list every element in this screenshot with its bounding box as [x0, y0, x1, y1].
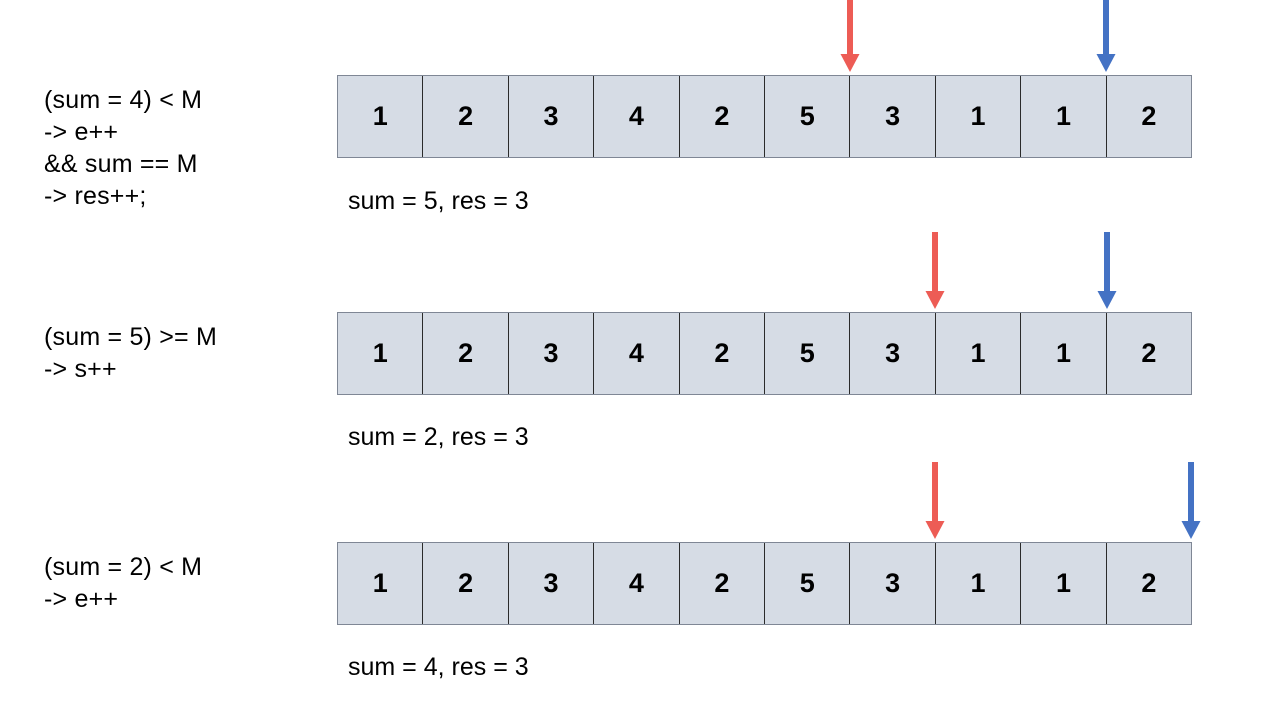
step-2-label: (sum = 5) >= M -> s++ [44, 323, 217, 383]
array-cell: 5 [765, 543, 851, 624]
array-cell: 3 [509, 76, 595, 157]
array-cell: 1 [1021, 313, 1107, 394]
step-2-end-pointer-blue-arrow-icon [1094, 232, 1120, 309]
array-cell: 4 [594, 543, 680, 624]
step-3-start-pointer-red-arrow-icon [922, 462, 948, 539]
step-1-label: (sum = 4) < M -> e++ && sum == M -> res+… [44, 86, 203, 210]
array-cell: 1 [936, 313, 1022, 394]
array-cell: 2 [680, 543, 766, 624]
array-cell: 2 [1141, 568, 1157, 598]
array-cell: 2 [680, 313, 766, 394]
step-1-array: 1 2 3 4 2 5 3 1 1 2 [337, 75, 1192, 158]
step-1-start-pointer-red-arrow-icon [837, 0, 863, 72]
array-cell: 4 [594, 76, 680, 157]
step-1-caption: sum = 5, res = 3 [348, 187, 529, 215]
array-cell: 1 [936, 76, 1022, 157]
array-cell: 1 [338, 543, 424, 624]
array-cell: 1 [338, 313, 424, 394]
step-2-array: 1 2 3 4 2 5 3 1 1 2 [337, 312, 1192, 395]
array-cell: 2 [423, 543, 509, 624]
step-3-label: (sum = 2) < M -> e++ [44, 553, 203, 613]
array-cell: 2 [1141, 101, 1157, 131]
array-cell: 3 [850, 543, 936, 624]
array-cell: 3 [850, 313, 936, 394]
step-3-array: 1 2 3 4 2 5 3 1 1 2 [337, 542, 1192, 625]
array-cell: 4 [594, 313, 680, 394]
array-cell: 3 [509, 543, 595, 624]
array-cell: 5 [765, 313, 851, 394]
step-1-end-pointer-blue-arrow-icon [1093, 0, 1119, 72]
array-cell: 2 [423, 76, 509, 157]
array-cell: 2 [1141, 338, 1157, 368]
array-cell: 1 [338, 76, 424, 157]
step-2-start-pointer-red-arrow-icon [922, 232, 948, 309]
step-2-caption: sum = 2, res = 3 [348, 423, 529, 451]
array-cell: 1 [1021, 543, 1107, 624]
array-cell: 3 [850, 76, 936, 157]
step-3-caption: sum = 4, res = 3 [348, 653, 529, 681]
step-3-end-pointer-blue-arrow-icon [1178, 462, 1204, 539]
array-cell: 2 [423, 313, 509, 394]
array-cell: 1 [1021, 76, 1107, 157]
array-cell: 3 [509, 313, 595, 394]
array-cell: 1 [936, 543, 1022, 624]
array-cell: 2 [680, 76, 766, 157]
array-cell: 5 [765, 76, 851, 157]
